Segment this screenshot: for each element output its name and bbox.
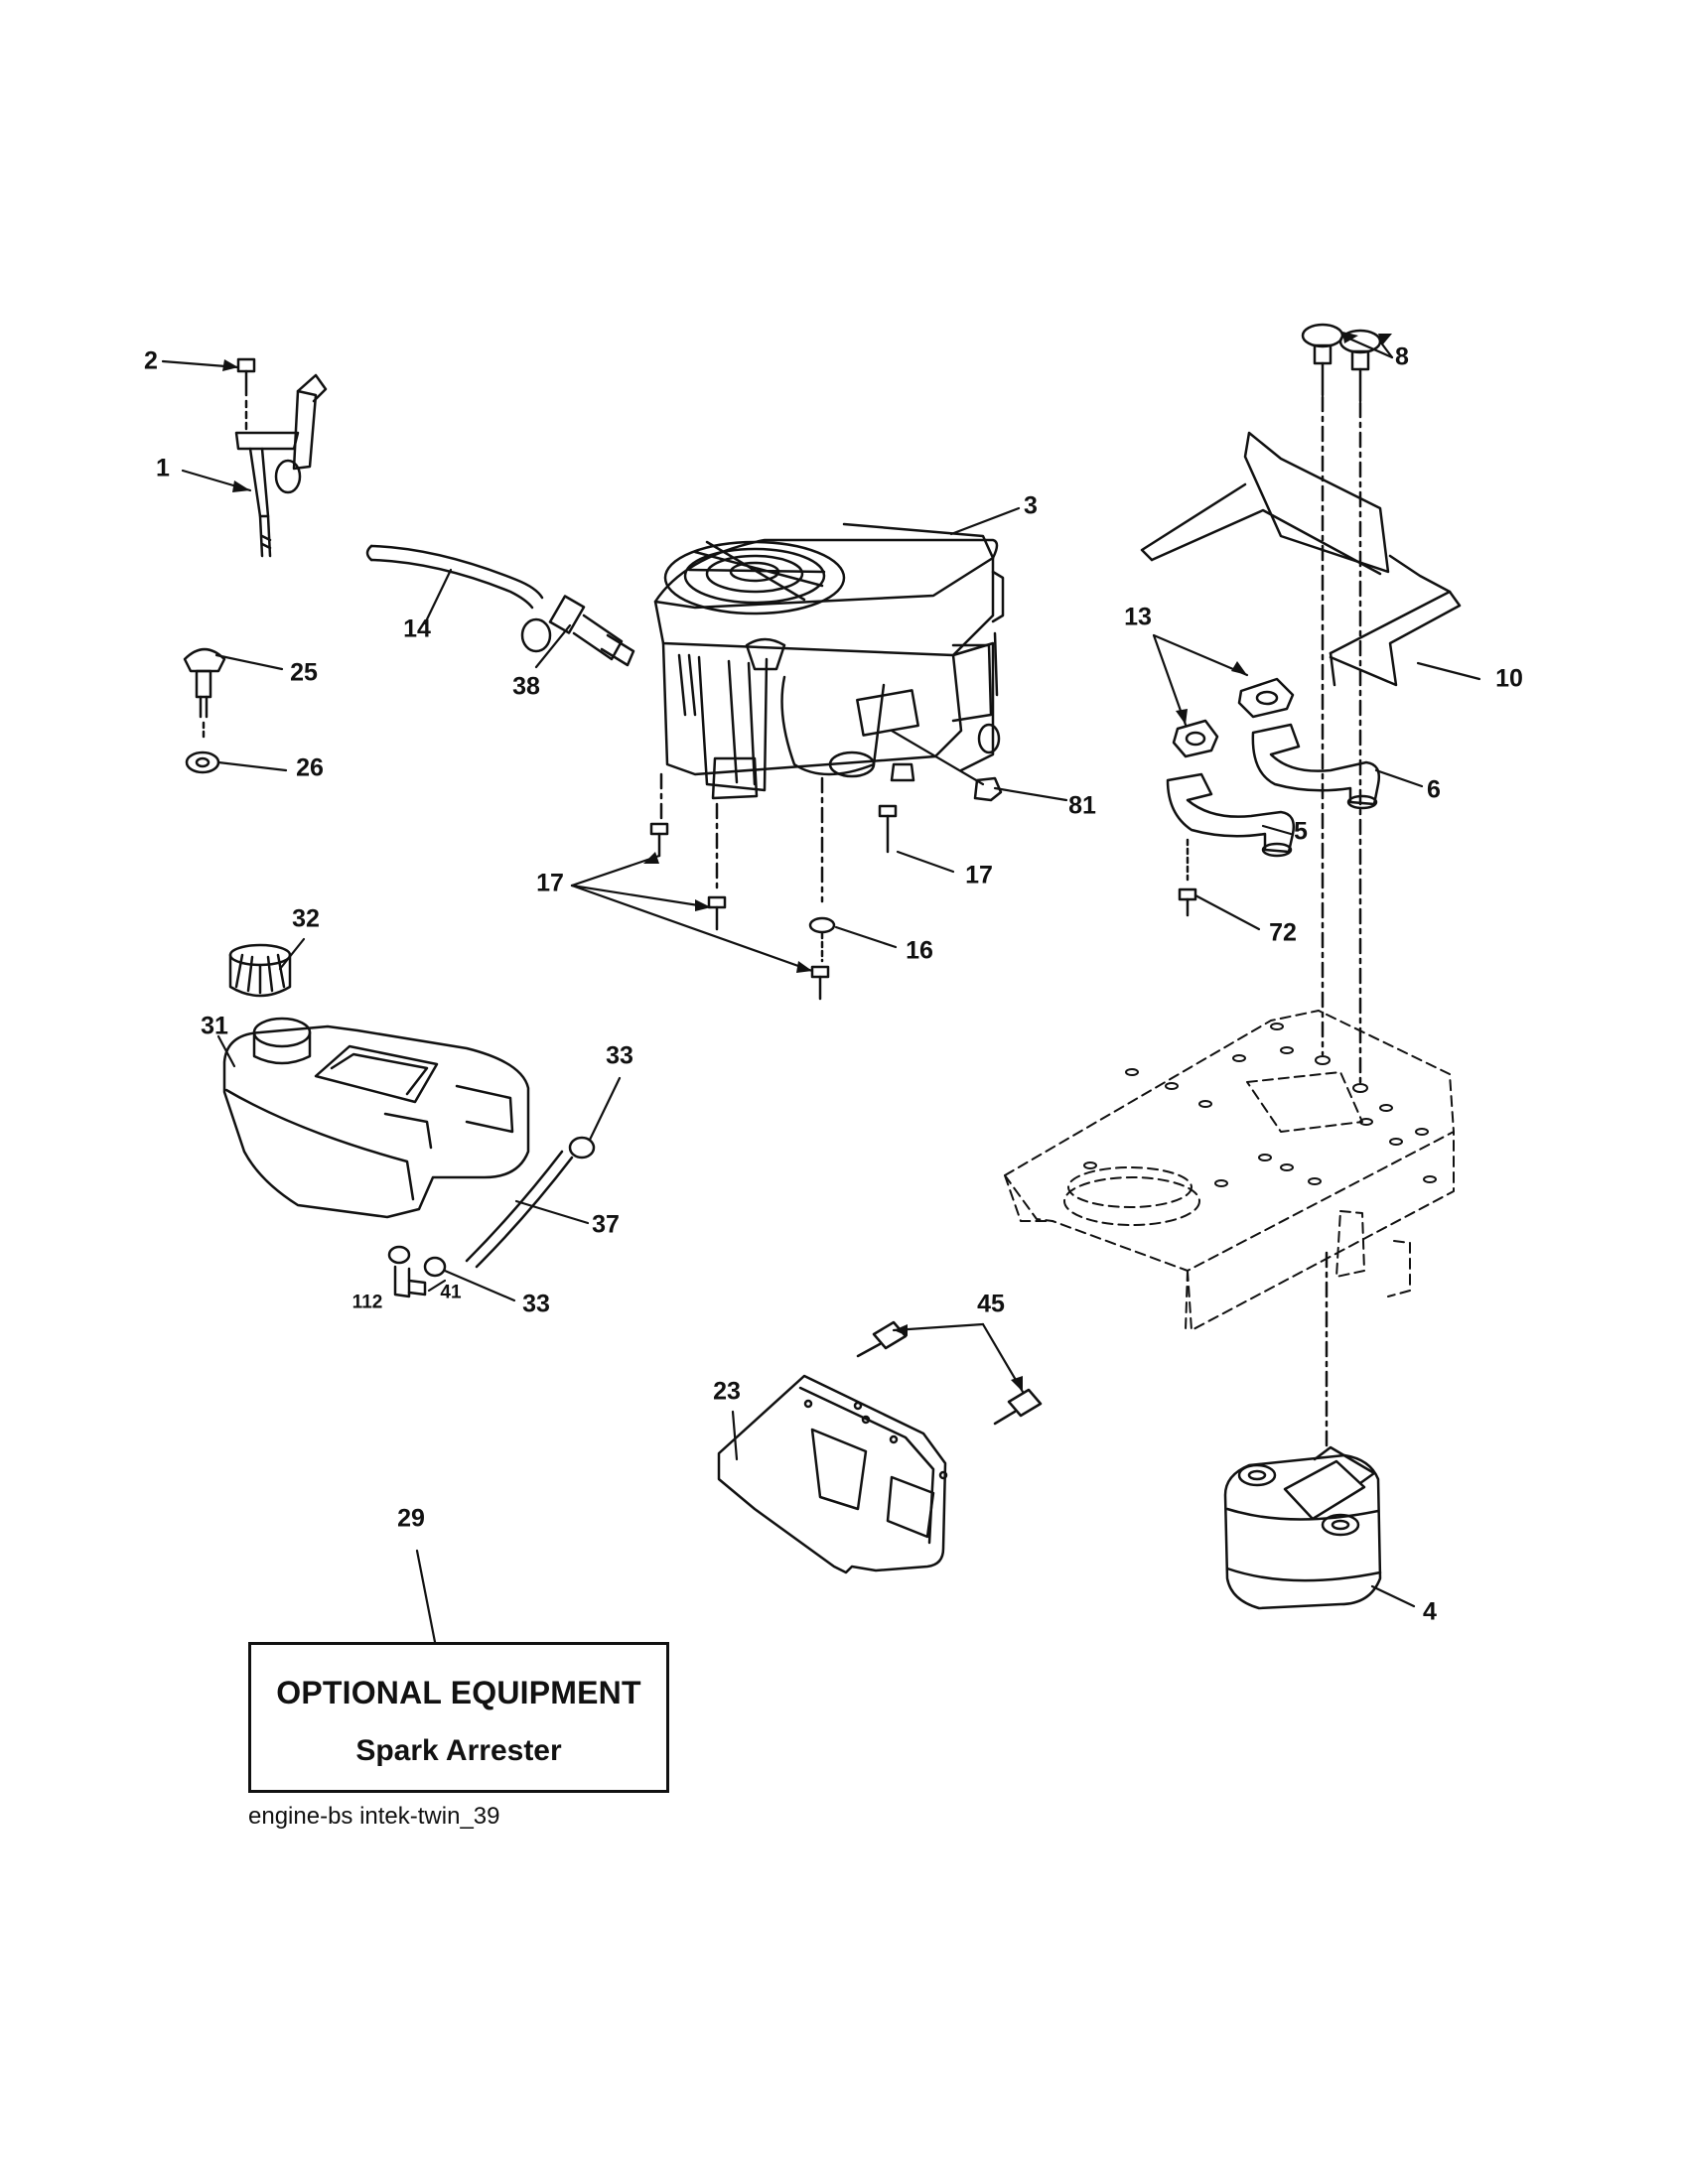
exhaust-bolt-part (1178, 838, 1197, 917)
fuel-cap-part (228, 943, 292, 998)
bolt-part (649, 804, 898, 1001)
callout-6: 6 (1427, 775, 1441, 804)
exhaust-pipe-part (1166, 723, 1380, 858)
callout-8: 8 (1395, 342, 1409, 371)
optional-equipment-box: OPTIONAL EQUIPMENT Spark Arrester (248, 1642, 669, 1793)
callout-4: 4 (1423, 1597, 1437, 1626)
heat-shield-part (1140, 431, 1462, 687)
leader-arrowheads (222, 332, 1392, 1392)
deflector-plate-part (717, 1374, 948, 1574)
callout-5: 5 (1294, 817, 1308, 846)
callout-38: 38 (512, 672, 540, 701)
hex-screw-part (1301, 323, 1382, 403)
hose-clamp-part (423, 1136, 596, 1278)
callout-112: 112 (351, 1292, 383, 1313)
fitting-part (387, 1245, 427, 1298)
optional-equipment-title: OPTIONAL EQUIPMENT (276, 1675, 641, 1710)
callout-33-upper: 33 (606, 1041, 633, 1070)
throttle-control-part (234, 373, 328, 558)
callout-13: 13 (1124, 603, 1152, 631)
callout-1: 1 (156, 454, 170, 482)
spark-arrester-label: Spark Arrester (355, 1734, 562, 1767)
callout-33-lower: 33 (522, 1290, 550, 1318)
callout-29: 29 (397, 1504, 425, 1533)
callout-72: 72 (1269, 918, 1297, 947)
callout-2: 2 (144, 346, 158, 375)
callout-37: 37 (592, 1210, 620, 1239)
callout-31: 31 (201, 1012, 228, 1040)
callout-41: 41 (440, 1282, 462, 1303)
callout-25: 25 (290, 658, 318, 687)
callout-14: 14 (403, 614, 431, 643)
callout-16: 16 (906, 936, 933, 965)
fuel-tank-part (222, 1017, 530, 1219)
callout-81: 81 (1068, 791, 1096, 820)
fuel-line-part (365, 544, 544, 610)
callout-45: 45 (977, 1290, 1005, 1318)
hex-bolt-part (856, 1320, 1043, 1426)
fuel-hose-part (465, 1150, 574, 1269)
callout-23: 23 (713, 1377, 741, 1406)
washer-part (185, 751, 220, 774)
engine-part (653, 522, 1005, 800)
knob-part (183, 647, 226, 741)
diagram-caption: engine-bs intek-twin_39 (248, 1803, 500, 1830)
nut-part (973, 776, 1003, 802)
fuel-filter-part (520, 595, 635, 667)
muffler-part (1223, 1445, 1382, 1610)
screw-axis-lines (1321, 395, 1362, 1453)
lock-washer-part (808, 916, 836, 963)
callout-32: 32 (292, 904, 320, 933)
callout-17-left: 17 (536, 869, 564, 897)
engine-mount-lines (659, 772, 824, 903)
frame-holes (1083, 1023, 1437, 1187)
callout-26: 26 (296, 753, 324, 782)
frame-part (1004, 1010, 1455, 1331)
callout-10: 10 (1495, 664, 1523, 693)
exhaust-gasket-part (1172, 677, 1295, 758)
callout-3: 3 (1024, 491, 1038, 520)
screw-part (236, 357, 256, 431)
callout-17-right: 17 (965, 861, 993, 889)
